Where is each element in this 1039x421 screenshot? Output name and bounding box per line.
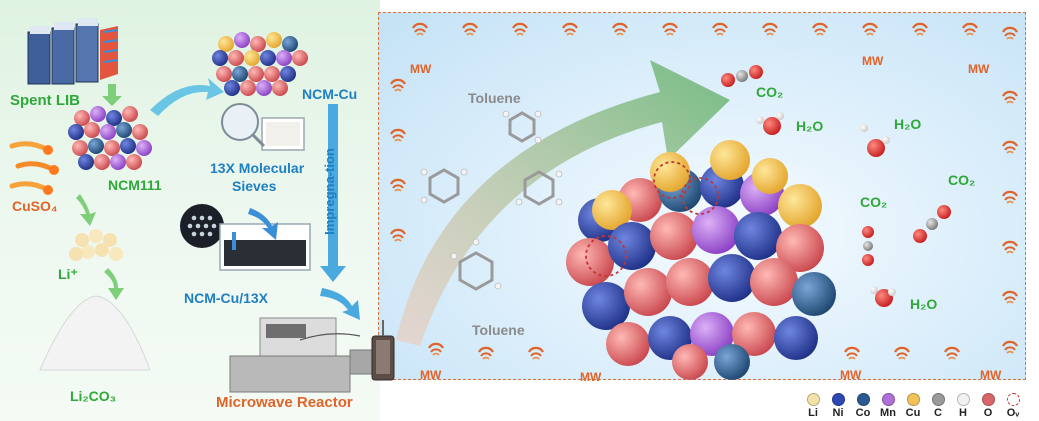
microwave-reactor-label: Microwave Reactor (216, 394, 353, 411)
legend-label: Cu (905, 407, 921, 419)
co2-label-middle: CO₂ (860, 194, 888, 210)
mw-label: MW (968, 62, 990, 76)
cuso4-label: CuSO₄ (12, 198, 58, 214)
legend-item: Co (850, 393, 876, 419)
legend-swatch (956, 393, 970, 406)
conversion-arrow-icon (396, 60, 730, 346)
legend-item: Ni (825, 393, 851, 419)
mw-label: MW (980, 368, 1002, 382)
h2o-label-top: H₂O (796, 118, 824, 134)
molecular-sieve-tray-icon (221, 103, 305, 151)
molecular-sieves-label-line2: Sieves (232, 178, 277, 194)
toluene-label-bottom: Toluene (472, 322, 525, 338)
co2-label-right: CO₂ (948, 172, 976, 188)
arrow-to-ncm-cu-icon (150, 78, 224, 116)
h2o-label-bottom: H₂O (910, 296, 938, 312)
legend-swatch (1006, 393, 1020, 406)
co2-molecule-icon (721, 65, 951, 266)
legend-label: Li (808, 407, 818, 419)
li2co3-label: Li₂CO₃ (70, 388, 117, 404)
mw-label: MW (410, 62, 432, 76)
legend-label: Ni (832, 407, 844, 419)
legend-swatch (906, 393, 920, 406)
microwave-reactor-icon (229, 317, 395, 393)
legend-item: C (925, 393, 951, 419)
legend-item: Li (800, 393, 826, 419)
ncm-cu-13x-tray-icon (180, 204, 311, 271)
impregnation-arrow-icon (320, 104, 346, 282)
legend-item: Cu (900, 393, 926, 419)
legend-item: Oᵥ (1000, 393, 1026, 419)
legend-label: O (983, 407, 993, 419)
ncm-cu-crystal-icon (212, 32, 308, 96)
impregnation-label: Impregna-tion (321, 148, 337, 235)
flame-icon (9, 141, 59, 195)
ncm-cu-catalyst-cluster-icon (566, 140, 836, 380)
legend-swatch (981, 393, 995, 406)
legend-label: H (959, 407, 967, 419)
li2co3-powder-icon (39, 295, 151, 371)
co2-label-top: CO₂ (756, 84, 784, 100)
element-legend: Li Ni Co Mn Cu C H O Oᵥ (800, 393, 1030, 419)
molecular-sieves-label-line1: 13X Molecular (210, 160, 305, 176)
toluene-molecule-icon (428, 111, 555, 291)
h2o-label-right: H₂O (894, 116, 922, 132)
arrow-to-reactor-icon (320, 288, 360, 320)
legend-label: Oᵥ (1006, 407, 1020, 419)
ncm111-label: NCM111 (108, 177, 162, 193)
legend-item: H (950, 393, 976, 419)
li-plus-label: Li⁺ (58, 266, 78, 282)
legend-swatch (931, 393, 945, 406)
legend-swatch (806, 393, 820, 406)
legend-label: Mn (880, 407, 896, 419)
h2o-molecule-icon (756, 112, 896, 307)
process-arrows (76, 84, 124, 300)
legend-item: Mn (875, 393, 901, 419)
arrow-sieve-to-tray-icon (248, 208, 278, 240)
ncm-cu-13x-label: NCM-Cu/13X (184, 290, 269, 306)
mw-label: MW (420, 368, 442, 382)
mw-label: MW (580, 370, 602, 384)
legend-label: Co (855, 407, 871, 419)
legend-label: C (934, 407, 942, 419)
legend-swatch (831, 393, 845, 406)
toluene-hydrogen-icon (420, 110, 563, 290)
mw-label: MW (840, 368, 862, 382)
ncm-cu-label: NCM-Cu (302, 86, 358, 102)
toluene-label-top: Toluene (468, 90, 521, 106)
spent-lib-label: Spent LIB (10, 92, 80, 109)
legend-swatch (881, 393, 895, 406)
legend-swatch (856, 393, 870, 406)
ncm111-crystal-icon (68, 106, 152, 170)
legend-item: O (975, 393, 1001, 419)
mw-label: MW (862, 54, 884, 68)
battery-pack-icon (27, 18, 119, 85)
li-ion-pellets-icon (69, 229, 123, 261)
